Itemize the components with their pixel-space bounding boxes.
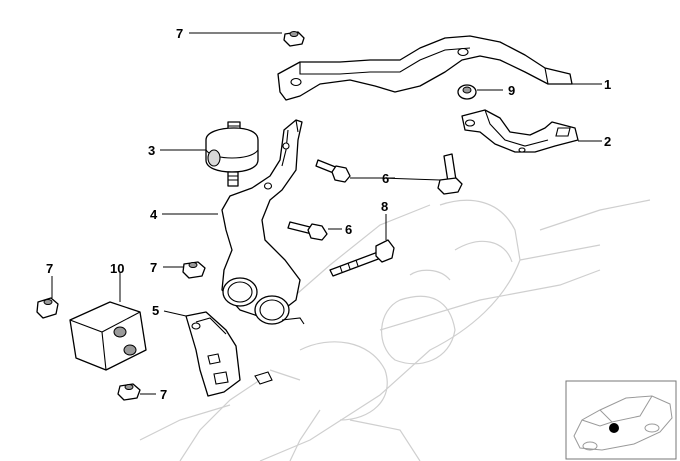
part-6-bolt-vertical bbox=[437, 153, 463, 195]
part-1-upper-strap bbox=[277, 35, 573, 101]
part-2-lower-strap bbox=[461, 109, 579, 153]
part-8-long-bolt bbox=[329, 239, 395, 277]
callout-8: 8 bbox=[381, 199, 388, 214]
part-7-nut-left bbox=[36, 297, 59, 319]
callout-6-lower: 6 bbox=[345, 222, 352, 237]
callout-7-middle: 7 bbox=[150, 260, 157, 275]
car-locator-inset bbox=[565, 380, 677, 460]
part-7-nut-middle bbox=[182, 261, 206, 279]
callout-6-upper: 6 bbox=[382, 171, 389, 186]
part-7-nut-bottom bbox=[117, 383, 141, 401]
callout-7-left: 7 bbox=[46, 261, 53, 276]
callout-7-bottom: 7 bbox=[160, 387, 167, 402]
callout-3: 3 bbox=[148, 143, 155, 158]
callout-7-top: 7 bbox=[176, 26, 183, 41]
location-marker bbox=[609, 423, 619, 433]
part-5-angle-bracket bbox=[185, 311, 273, 397]
callout-labels: 7 1 9 2 3 6 4 8 6 7 7 10 5 7 bbox=[46, 26, 611, 402]
leader-lines bbox=[51, 32, 602, 395]
exhaust-pipe-ghost bbox=[139, 199, 651, 461]
callout-2: 2 bbox=[604, 134, 611, 149]
part-6-bolt-lower bbox=[287, 221, 328, 241]
part-6-bolt-upper bbox=[315, 159, 351, 183]
part-3-rubber-mount bbox=[205, 121, 259, 187]
callout-4: 4 bbox=[150, 207, 158, 222]
callout-1: 1 bbox=[604, 77, 611, 92]
part-9-nut bbox=[457, 84, 477, 100]
part-7-nut-top bbox=[283, 31, 305, 47]
callout-5: 5 bbox=[152, 303, 159, 318]
part-4-bracket bbox=[221, 119, 305, 325]
part-10-rubber-block bbox=[69, 301, 147, 371]
callout-9: 9 bbox=[508, 83, 515, 98]
callout-10: 10 bbox=[110, 261, 124, 276]
